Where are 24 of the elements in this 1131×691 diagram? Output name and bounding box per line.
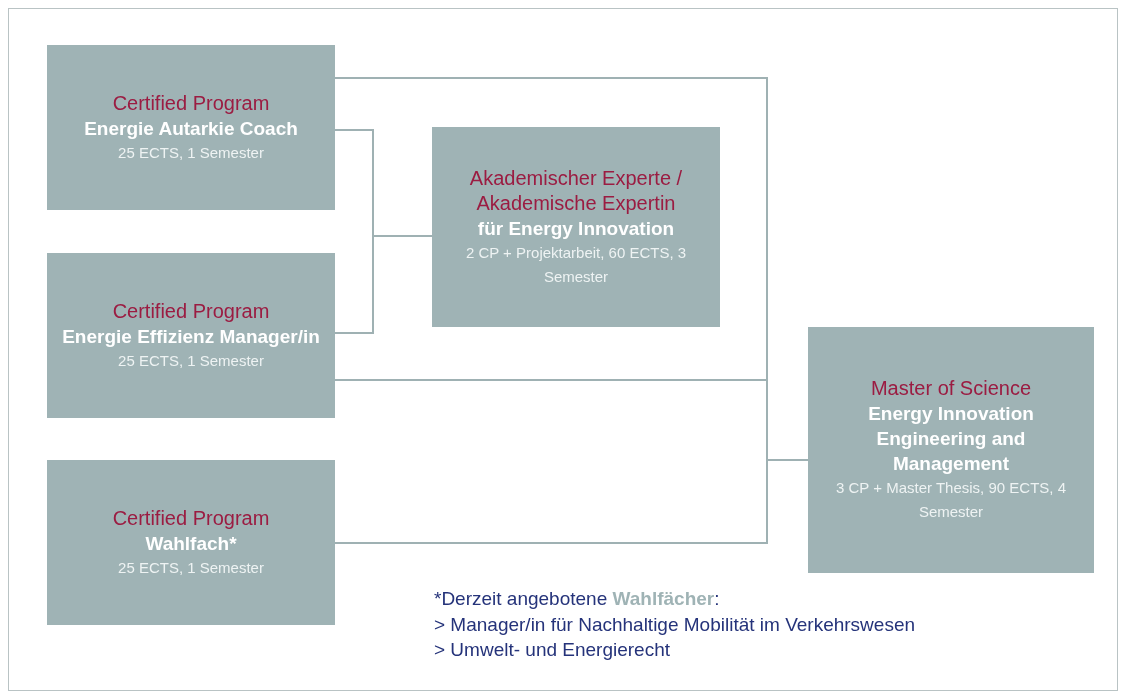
program-details: 25 ECTS, 1 Semester [118,142,264,163]
list-item: > Manager/in für Nachhaltige Mobilität im Verkehrswesen [434,613,916,637]
program-type: Akademischer Experte / Akademische Expertin [468,165,684,216]
program-box [47,253,335,418]
program-box [432,127,720,327]
program-name: Wahlfach* [145,531,237,556]
program-details: 2 CP + Projektarbeit, 60 ECTS, 3 Semester [464,242,688,287]
program-type: Certified Program [112,298,270,324]
program-details: 3 CP + Master Thesis, 90 ECTS, 4 Semester [835,478,1067,522]
program-box [47,460,335,625]
footnote: *Derzeit angebotene Wahlfächer: [434,587,720,611]
list-item: > Umwelt- und Energierecht [434,638,671,662]
connector-line [334,235,433,334]
program-type: Certified Program [112,505,270,531]
program-box [808,327,1094,573]
program-details: 25 ECTS, 1 Semester [118,557,264,578]
program-type: Certified Program [112,90,270,116]
program-box [47,45,335,210]
program-name: Energy Innovation Engineering and Management [867,402,1035,476]
program-name: für Energy Innovation [477,216,675,241]
program-name: Energie Effizienz Manager/in [62,324,320,349]
program-type: Master of Science [870,376,1032,401]
program-details: 25 ECTS, 1 Semester [118,350,264,371]
program-name: Energie Autarkie Coach [84,116,298,141]
